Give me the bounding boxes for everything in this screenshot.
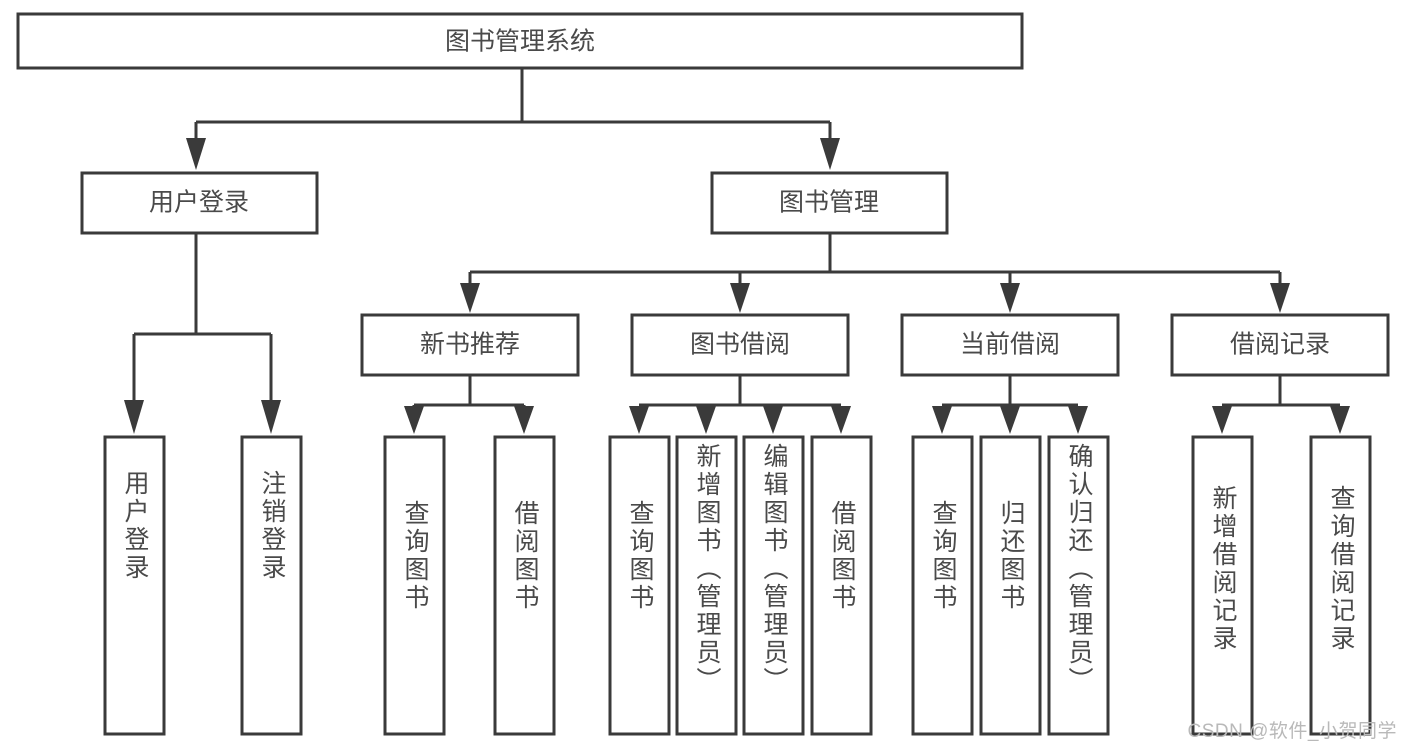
node-leaf-logout[interactable] <box>240 435 303 736</box>
arrow-head-leaf-query-book-3 <box>932 406 952 434</box>
node-borrow-record[interactable] <box>1170 313 1390 377</box>
node-book-borrow-label: 图书借阅 <box>690 331 790 359</box>
arrow-head-leaf-borrow-book-2 <box>831 406 851 434</box>
arrow-head-leaf-borrow-book-1 <box>514 406 534 434</box>
node-user-login-label: 用户登录 <box>149 189 249 217</box>
node-leaf-add-book[interactable] <box>675 435 738 736</box>
node-book-manage[interactable] <box>710 171 949 235</box>
node-current-borrow-label: 当前借阅 <box>960 331 1060 359</box>
arrow-head-borrow-record <box>1270 283 1290 313</box>
csdn-watermark: CSDN @软件_小贺同学 <box>1187 721 1397 742</box>
node-leaf-return-book[interactable] <box>979 435 1042 736</box>
node-root[interactable] <box>16 12 1024 70</box>
arrow-head-leaf-query-book-2 <box>629 406 649 434</box>
arrow-head-leaf-query-book-1 <box>404 406 424 434</box>
node-leaf-borrow-book-1[interactable] <box>493 435 556 736</box>
arrow-head-leaf-return-book <box>1000 406 1020 434</box>
node-leaf-edit-book[interactable] <box>742 435 805 736</box>
node-user-login[interactable] <box>80 171 319 235</box>
arrow-head-leaf-add-record <box>1212 406 1232 434</box>
node-leaf-user-login[interactable] <box>103 435 166 736</box>
arrow-head-user-login <box>186 138 206 170</box>
node-layer: 图书管理系统 用户登录 图书管理 新书推荐 图书借阅 当前借阅 借阅记录 <box>16 12 1390 736</box>
arrow-head-book-borrow <box>730 283 750 313</box>
arrow-head-leaf-add-book <box>696 406 716 434</box>
node-leaf-query-record[interactable] <box>1309 435 1372 736</box>
node-leaf-confirm-return[interactable] <box>1047 435 1110 736</box>
node-borrow-record-label: 借阅记录 <box>1230 331 1330 359</box>
arrow-head-leaf-logout <box>261 400 281 434</box>
edge-layer <box>124 68 1350 434</box>
node-leaf-add-record[interactable] <box>1191 435 1254 736</box>
node-leaf-query-book-3[interactable] <box>911 435 974 736</box>
arrow-head-new-book-recommend <box>460 283 480 313</box>
node-book-borrow[interactable] <box>630 313 850 377</box>
node-new-book-recommend[interactable] <box>360 313 580 377</box>
arrow-head-leaf-edit-book <box>763 406 783 434</box>
node-leaf-query-book-2[interactable] <box>608 435 671 736</box>
arrow-head-leaf-query-record <box>1330 406 1350 434</box>
node-new-book-recommend-label: 新书推荐 <box>420 331 520 359</box>
arrow-head-current-borrow <box>1000 283 1020 313</box>
node-leaf-query-book-1[interactable] <box>383 435 446 736</box>
node-leaf-borrow-book-2[interactable] <box>810 435 873 736</box>
arrow-head-leaf-user-login <box>124 400 144 434</box>
node-book-manage-label: 图书管理 <box>779 189 879 217</box>
arrow-head-book-manage <box>820 138 840 170</box>
arrow-head-leaf-confirm-return <box>1068 406 1088 434</box>
node-root-label: 图书管理系统 <box>445 28 595 56</box>
node-current-borrow[interactable] <box>900 313 1120 377</box>
